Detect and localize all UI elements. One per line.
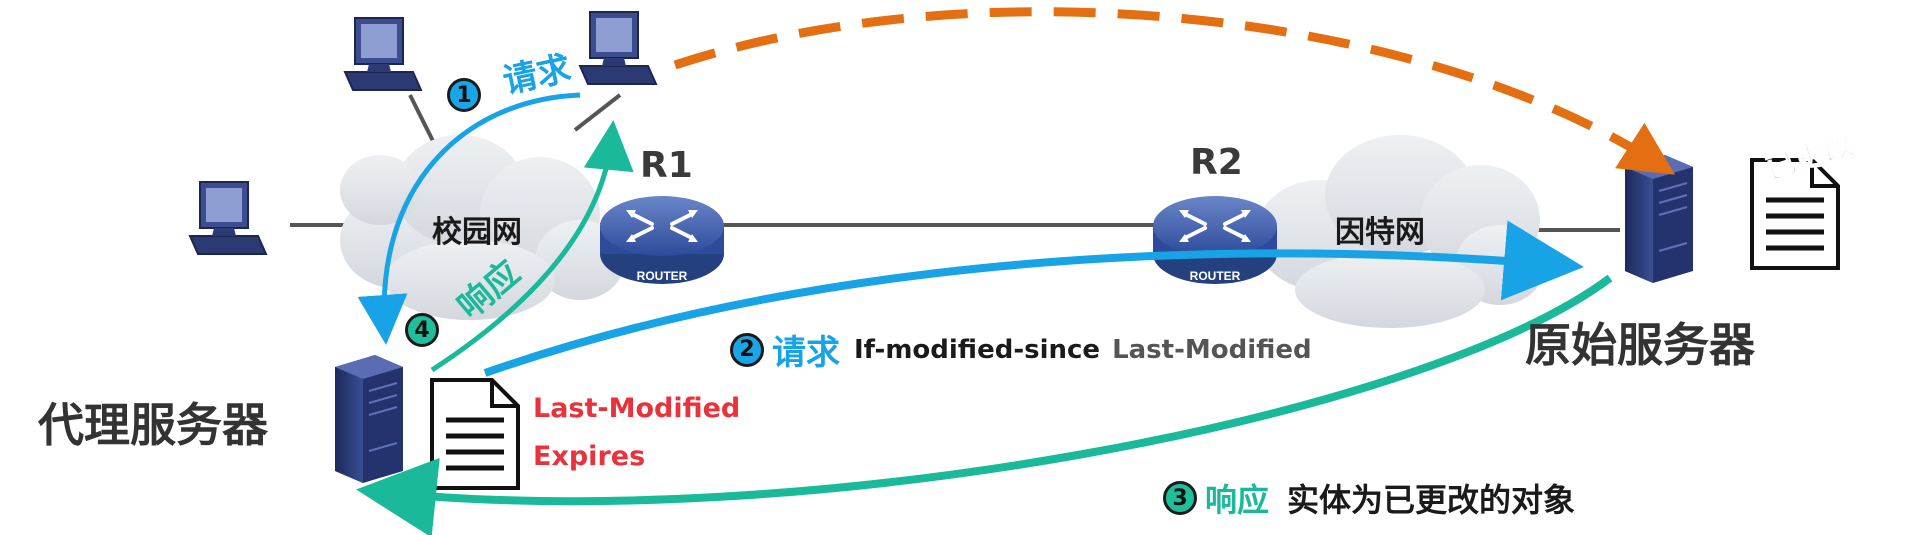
proxy-server-label: 代理服务器 <box>38 398 268 452</box>
campus-network-label: 校园网 <box>432 215 522 250</box>
internet-label: 因特网 <box>1335 215 1425 250</box>
step-1: 1 <box>447 78 481 112</box>
step-number-2: 2 <box>730 332 764 367</box>
server-icon <box>1624 154 1694 284</box>
request-arrow-1 <box>357 92 581 345</box>
server-icon <box>334 354 404 484</box>
step-3-detail: 实体为已更改的对象 <box>1287 481 1576 519</box>
document-icon <box>432 380 518 488</box>
router2-label: R2 <box>1190 142 1243 183</box>
step-2-label: 请求 <box>772 333 840 373</box>
last-modified-text: Last-Modified <box>1112 334 1312 365</box>
step-number-1: 1 <box>447 78 481 112</box>
update-arrow-dashed <box>673 7 1676 175</box>
step-3-label: 响应 <box>1205 481 1270 519</box>
response-arrow-3 <box>356 274 1613 535</box>
step-number-3: 3 <box>1163 481 1197 515</box>
step-2: 2 请求 If-modified-since Last-Modified <box>730 325 1312 374</box>
step-4: 4 <box>405 313 439 347</box>
doc-last-modified: Last-Modified <box>533 393 741 424</box>
router-badge: ROUTER <box>637 269 688 283</box>
request-arrow-2 <box>483 220 1584 377</box>
router-badge: ROUTER <box>1190 269 1241 283</box>
origin-server-label: 原始服务器 <box>1525 318 1755 372</box>
step-number-4: 4 <box>405 313 439 347</box>
response-arrow-4 <box>430 120 634 373</box>
router1-label: R1 <box>640 145 693 186</box>
if-modified-since-text: If-modified-since <box>854 334 1101 365</box>
step-3: 3 响应 实体为已更改的对象 <box>1163 475 1575 521</box>
doc-expires: Expires <box>533 441 646 472</box>
